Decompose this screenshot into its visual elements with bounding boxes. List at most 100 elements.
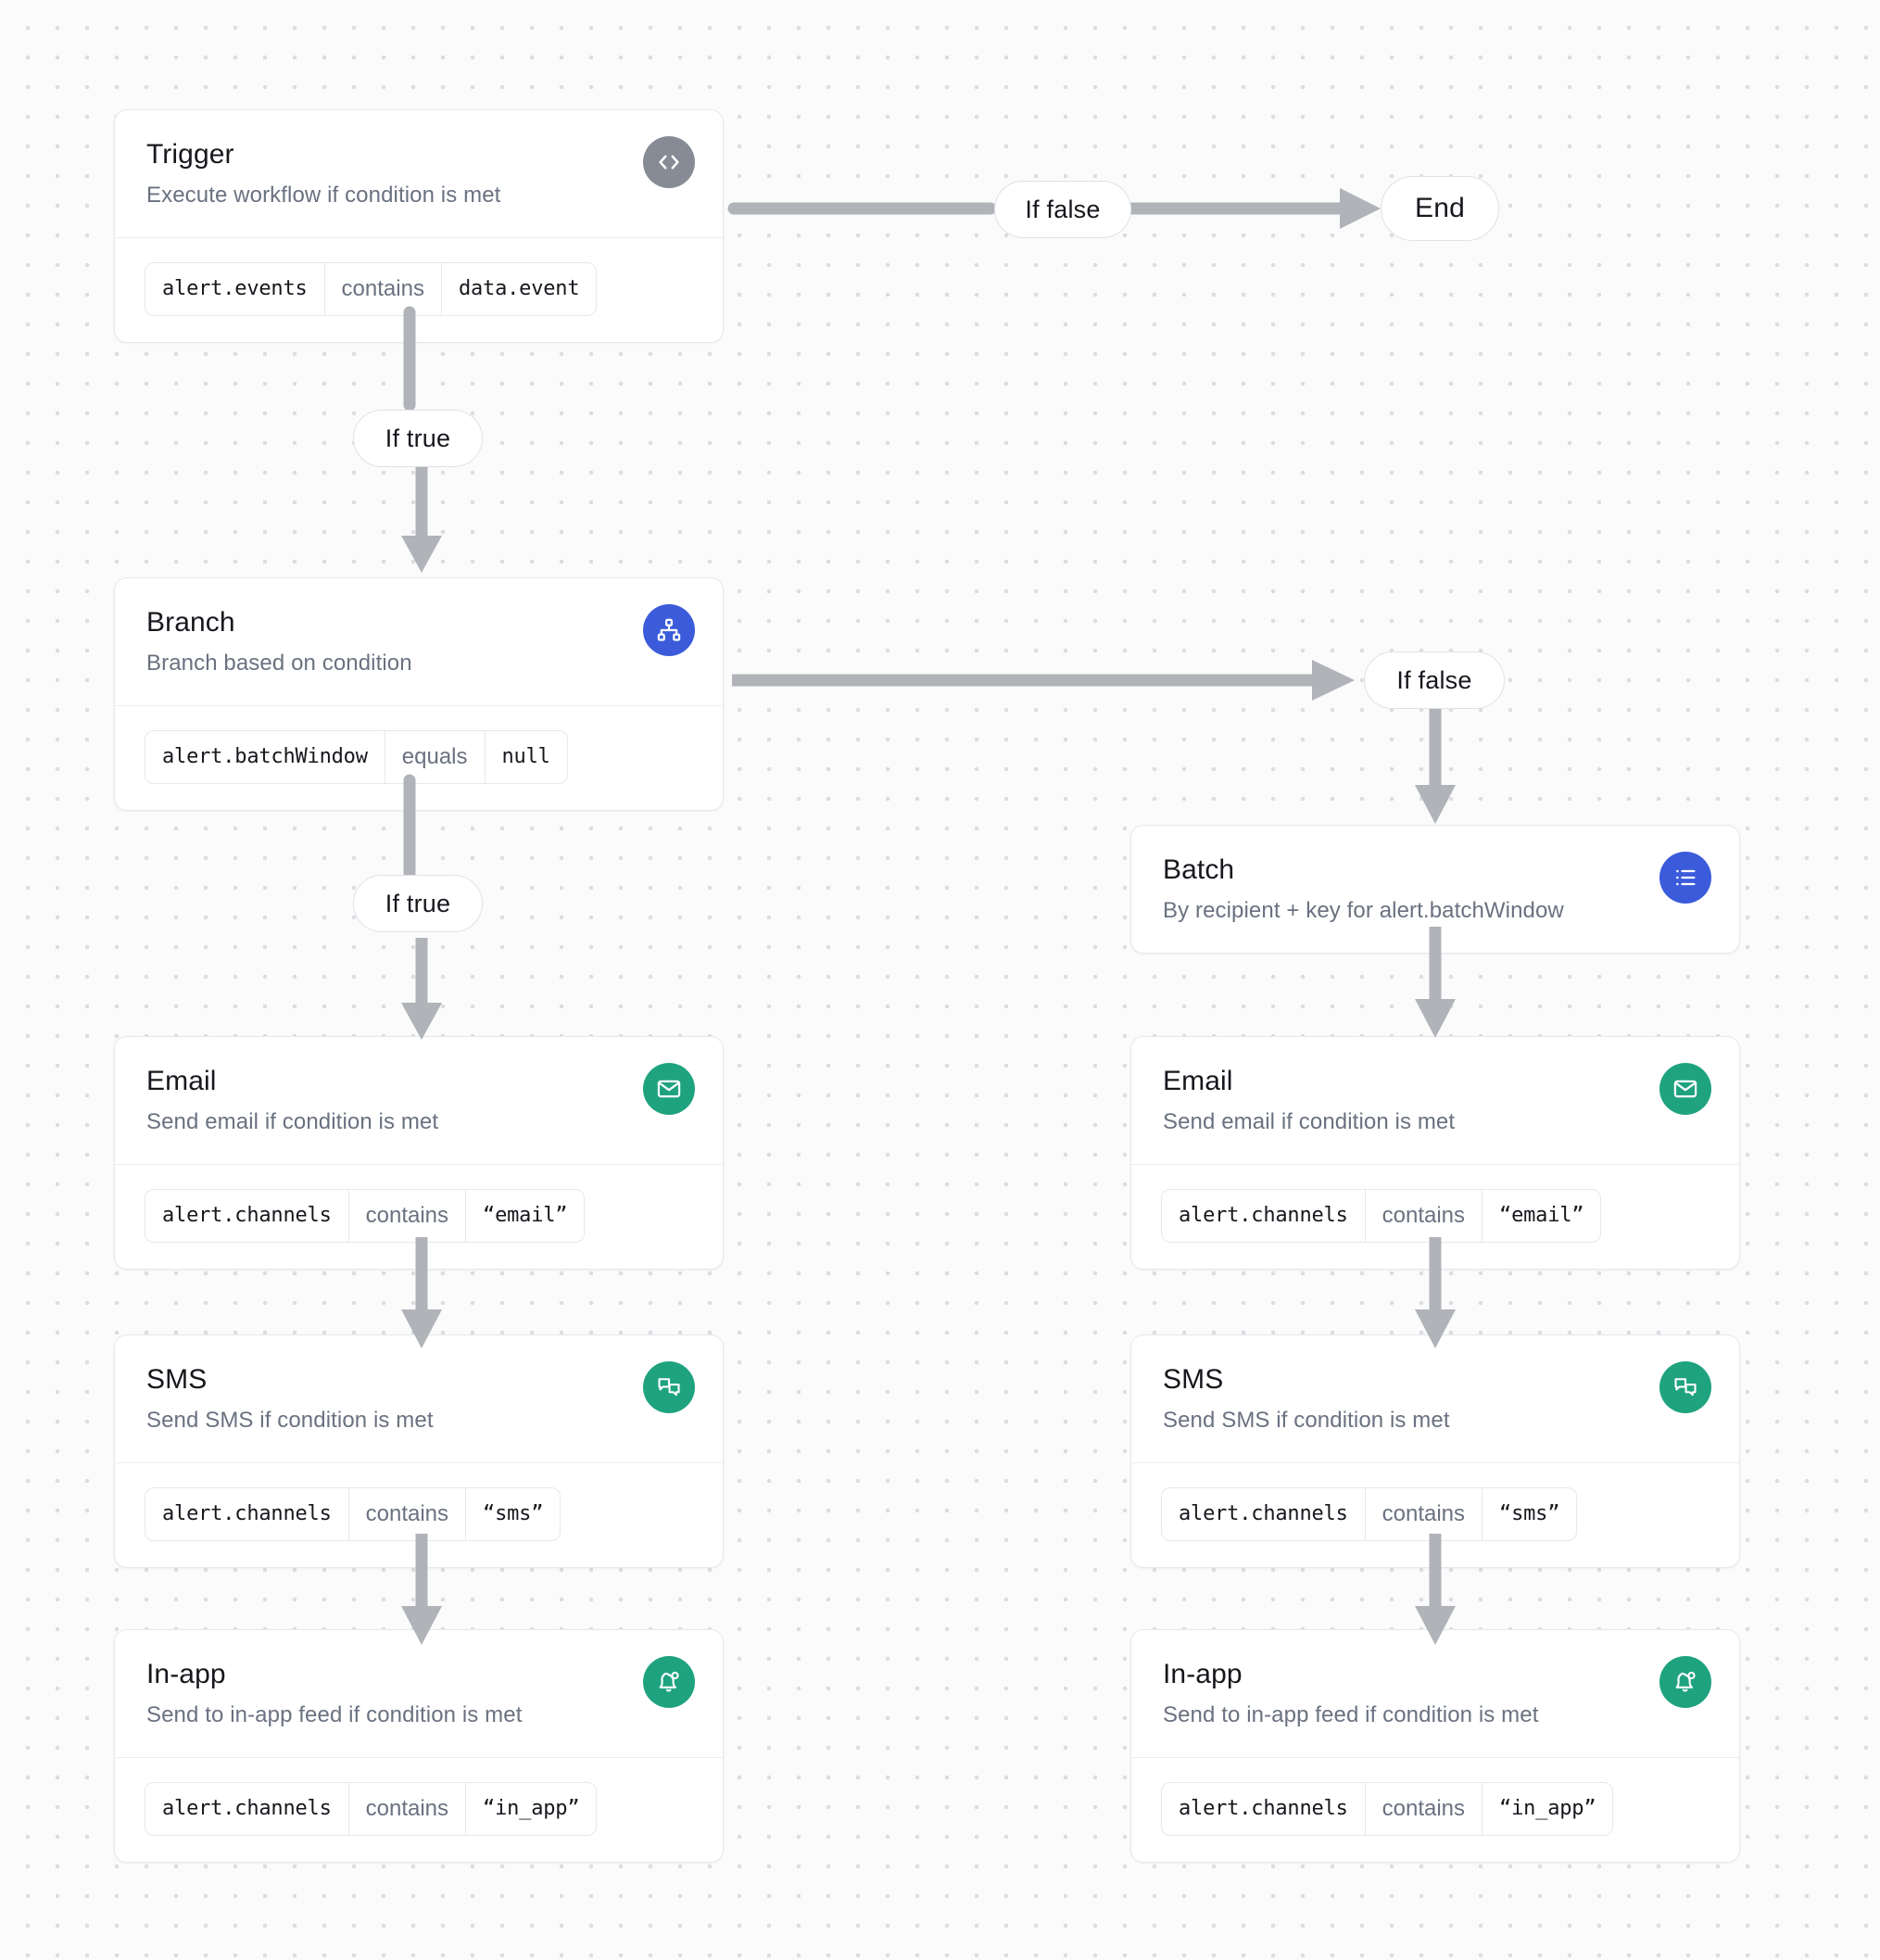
node-trigger-condition-area: alert.events contains data.event [115,236,723,342]
condition-operator: contains [347,1487,467,1540]
condition-pill[interactable]: alert.channels contains “in_app” [145,1781,598,1836]
node-sms-right[interactable]: SMS Send SMS if condition is met alert.c… [1130,1334,1740,1568]
node-email-right-subtitle: Send email if condition is met [1163,1108,1456,1134]
edge-sms-to-inapp-left [397,1534,446,1647]
condition-value: “sms” [1499,1502,1560,1526]
edge-email-to-sms-right [1411,1237,1459,1350]
node-inapp-right-condition-area: alert.channels contains “in_app” [1131,1756,1739,1862]
node-trigger[interactable]: Trigger Execute workflow if condition is… [114,109,724,343]
condition-field: alert.channels [162,1204,332,1228]
edge-branch-to-if-true [397,774,422,879]
node-sms-left-subtitle: Send SMS if condition is met [146,1407,434,1433]
node-inapp-left-header: In-app Send to in-app feed if condition … [115,1630,723,1757]
condition-operator: contains [1364,1782,1483,1835]
node-inapp-left[interactable]: In-app Send to in-app feed if condition … [114,1629,724,1863]
node-inapp-right-title: In-app [1163,1659,1243,1689]
condition-pill[interactable]: alert.channels contains “sms” [145,1486,561,1541]
condition-pill[interactable]: alert.batchWindow equals null [145,729,568,784]
condition-field: alert.events [162,277,308,301]
condition-value: “email” [1499,1204,1584,1228]
node-batch-subtitle: By recipient + key for alert.batchWindow [1163,897,1564,923]
node-email-right-header: Email Send email if condition is met [1131,1037,1739,1164]
edge-if-false-to-batch [1411,709,1459,826]
node-branch-subtitle: Branch based on condition [146,650,412,676]
edge-if-false-to-end [1110,183,1388,234]
node-inapp-left-subtitle: Send to in-app feed if condition is met [146,1701,523,1727]
envelope-icon [1659,1063,1711,1115]
node-batch-header: Batch By recipient + key for alert.batch… [1131,826,1739,953]
condition-field: alert.batchWindow [162,745,368,769]
edge-if-true-to-email [397,808,446,1042]
node-inapp-left-title: In-app [146,1659,226,1689]
condition-value: data.event [458,277,580,301]
node-sms-right-title: SMS [1163,1364,1224,1395]
node-sms-left[interactable]: SMS Send SMS if condition is met alert.c… [114,1334,724,1568]
condition-pill[interactable]: alert.channels contains “email” [145,1188,586,1243]
condition-field: alert.channels [162,1502,332,1526]
condition-operator: contains [1364,1189,1483,1242]
condition-field: alert.channels [1179,1204,1348,1228]
node-batch-title: Batch [1163,854,1235,885]
condition-operator: contains [347,1782,467,1835]
chat-bubbles-icon [1659,1361,1711,1413]
condition-value: “sms” [483,1502,544,1526]
node-inapp-left-condition-area: alert.channels contains “in_app” [115,1756,723,1862]
node-sms-left-header: SMS Send SMS if condition is met [115,1335,723,1462]
node-trigger-subtitle: Execute workflow if condition is met [146,182,501,208]
label-if-true-trigger[interactable]: If true [353,410,483,467]
condition-value: null [501,745,550,769]
edge-email-to-sms-left [397,1237,446,1350]
condition-pill[interactable]: alert.channels contains “email” [1161,1188,1602,1243]
node-sms-right-condition-area: alert.channels contains “sms” [1131,1461,1739,1567]
condition-pill[interactable]: alert.channels contains “in_app” [1161,1781,1614,1836]
node-email-right-title: Email [1163,1066,1233,1096]
node-end[interactable]: End [1381,176,1499,241]
condition-operator: contains [1364,1487,1483,1540]
node-sms-right-subtitle: Send SMS if condition is met [1163,1407,1450,1433]
node-email-right[interactable]: Email Send email if condition is met ale… [1130,1036,1740,1270]
node-inapp-right[interactable]: In-app Send to in-app feed if condition … [1130,1629,1740,1863]
edge-branch-to-if-false [730,655,1360,705]
node-sms-left-title: SMS [146,1364,208,1395]
condition-operator: contains [323,262,442,315]
node-inapp-right-header: In-app Send to in-app feed if condition … [1131,1630,1739,1757]
edge-trigger-to-if-true [397,306,422,411]
bell-dot-icon [1659,1656,1711,1708]
node-branch[interactable]: Branch Branch based on condition alert.b… [114,577,724,811]
node-email-left-condition-area: alert.channels contains “email” [115,1163,723,1269]
chat-bubbles-icon [643,1361,695,1413]
node-branch-header: Branch Branch based on condition [115,578,723,705]
node-trigger-title: Trigger [146,139,234,170]
edge-sms-to-inapp-right [1411,1534,1459,1647]
node-email-right-condition-area: alert.channels contains “email” [1131,1163,1739,1269]
condition-value: “in_app” [1499,1797,1596,1821]
condition-field: alert.channels [162,1797,332,1821]
condition-value: “in_app” [483,1797,580,1821]
condition-field: alert.channels [1179,1797,1348,1821]
code-icon [643,136,695,188]
label-if-false-branch[interactable]: If false [1364,651,1505,709]
edge-trigger-to-if-false [727,185,997,232]
edge-batch-to-email [1411,927,1459,1040]
bell-dot-icon [643,1656,695,1708]
condition-value: “email” [483,1204,568,1228]
label-if-true-branch[interactable]: If true [353,875,483,932]
label-if-false-trigger[interactable]: If false [994,181,1131,238]
node-email-left-title: Email [146,1066,217,1096]
condition-pill[interactable]: alert.events contains data.event [145,261,598,316]
condition-pill[interactable]: alert.channels contains “sms” [1161,1486,1578,1541]
node-branch-title: Branch [146,607,235,638]
node-email-left-subtitle: Send email if condition is met [146,1108,439,1134]
condition-operator: contains [347,1189,467,1242]
envelope-icon [643,1063,695,1115]
node-branch-condition-area: alert.batchWindow equals null [115,704,723,810]
sitemap-icon [643,604,695,656]
node-inapp-right-subtitle: Send to in-app feed if condition is met [1163,1701,1539,1727]
node-trigger-header: Trigger Execute workflow if condition is… [115,110,723,237]
condition-field: alert.channels [1179,1502,1348,1526]
edge-if-true-to-branch [397,463,446,575]
node-email-left[interactable]: Email Send email if condition is met ale… [114,1036,724,1270]
node-sms-left-condition-area: alert.channels contains “sms” [115,1461,723,1567]
node-sms-right-header: SMS Send SMS if condition is met [1131,1335,1739,1462]
